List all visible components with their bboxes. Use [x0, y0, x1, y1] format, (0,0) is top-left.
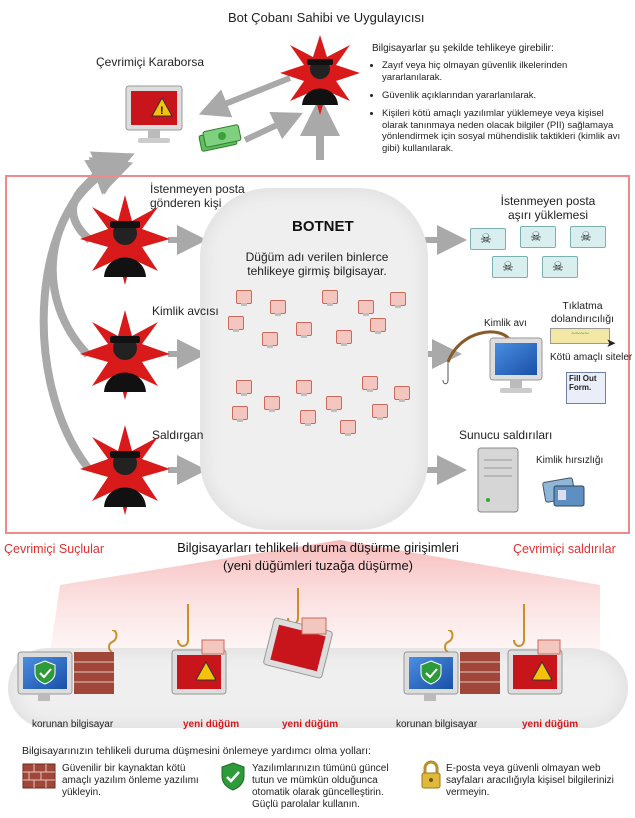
compromise-method-item: Zayıf veya hiç olmayan güvenlik ilkeleri… [382, 60, 626, 84]
botnet-node-icon [326, 396, 342, 412]
botnet-title: BOTNET [292, 218, 354, 235]
botnet-node-icon [372, 404, 388, 420]
cursor-icon: ➤ [606, 336, 617, 350]
botnet-node-icon [232, 406, 248, 422]
phishing-computer-icon [442, 330, 543, 393]
online-attacks-label: Çevrimiçi saldırılar [513, 542, 616, 556]
botnet-node-icon [370, 318, 386, 334]
bottom-pc-label: korunan bilgisayar [32, 719, 114, 730]
money-stack-icon [198, 124, 242, 152]
spam-email-icon: ☠ [492, 256, 528, 278]
protected-computer-icon [17, 630, 118, 701]
attacker-label: Saldırgan [152, 428, 204, 442]
botnet-subtitle: Düğüm adı verilen binlerce tehlikeye gir… [245, 250, 389, 279]
botnet-node-icon [362, 376, 378, 392]
botnet-node-icon [228, 316, 244, 332]
spammer-label: İstenmeyen posta gönderen kişi [150, 182, 245, 211]
compromise-method-item: Kişileri kötü amaçlı yazılımlar yüklemey… [382, 108, 626, 156]
black-market-label: Çevrimiçi Karaborsa [96, 55, 205, 69]
fill-out-form-icon: Fill Out Form. [566, 372, 606, 404]
bottom-pc-label: yeni düğüm [522, 719, 579, 730]
botnet-node-icon [264, 396, 280, 412]
server-icon [477, 447, 519, 513]
hooked-computer-icon [263, 588, 333, 679]
attacker-figure [80, 425, 170, 515]
spam-email-icon: ☠ [470, 228, 506, 250]
phisher-label: Kimlik avcısı [152, 304, 219, 318]
botnet-node-icon [236, 380, 252, 396]
botnet-node-icon [358, 300, 374, 316]
compromise-method-item: Güvenlik açıklarından yararlanılarak. [382, 90, 626, 102]
page-title: Bot Çobanı Sahibi ve Uygulayıcısı [228, 10, 425, 25]
compromise-methods-list: Zayıf veya hiç olmayan güvenlik ilkeleri… [368, 60, 626, 161]
click-fraud-banner: ~~~~ [550, 328, 610, 344]
help-tip-text: Yazılımlarınızın tümünü güncel tutun ve … [252, 763, 389, 810]
botnet-node-icon [336, 330, 352, 346]
botnet-node-icon [300, 410, 316, 426]
malicious-sites-label: Kötü amaçlı siteler [550, 352, 633, 363]
fill-out-form-text: Fill Out Form. [569, 374, 597, 392]
botnet-node-icon [340, 420, 356, 436]
green-shield-icon [221, 762, 245, 791]
compromise-heading-line1: Bilgisayarları tehlikeli duruma düşürme … [177, 540, 459, 555]
protected-computer-icon [403, 630, 500, 701]
phisher-figure [80, 310, 170, 400]
online-criminals-label: Çevrimiçi Suçlular [4, 542, 105, 556]
bottom-pc-label: yeni düğüm [183, 719, 240, 730]
help-tip-text: Güvenilir bir kaynaktan kötü amaçlı yazı… [62, 763, 199, 798]
hooked-computer-icon [507, 604, 563, 695]
padlock-icon [421, 760, 441, 789]
botnet-node-icon [296, 380, 312, 396]
identity-theft-label: Kimlik hırsızlığı [536, 455, 604, 466]
botnet-node-icon [270, 300, 286, 316]
compromise-heading-line2: (yeni düğümleri tuzağa düşürme) [222, 558, 414, 573]
botnet-cloud [200, 188, 428, 530]
phishing-label: Kimlik avı [484, 318, 527, 329]
brick-wall-icon [22, 763, 56, 789]
id-cards-icon [542, 477, 585, 507]
spam-email-icon: ☠ [542, 256, 578, 278]
help-tip-text: E-posta veya güvenli olmayan web sayfala… [446, 763, 614, 798]
botnet-node-icon [236, 290, 252, 306]
spam-overload-label: İstenmeyen posta aşırı yüklemesi [500, 194, 596, 223]
botnet-node-icon [390, 292, 406, 308]
server-attacks-label: Sunucu saldırıları [459, 428, 553, 442]
help-title: Bilgisayarınızın tehlikeli duruma düşmes… [22, 745, 371, 757]
criminals-frame [5, 175, 630, 534]
spam-email-icon: ☠ [570, 226, 606, 248]
compromise-intro: Bilgisayarlar şu şekilde tehlikeye gireb… [372, 43, 554, 54]
click-fraud-label: Tıklatma dolandırıcılığı [550, 300, 615, 325]
bot-herder-figure [280, 35, 360, 115]
hooked-computer-icon [171, 604, 227, 695]
botnet-node-icon [394, 386, 410, 402]
bottom-pc-label: korunan bilgisayar [396, 719, 478, 730]
botnet-node-icon [322, 290, 338, 306]
bottom-pc-label: yeni düğüm [282, 719, 339, 730]
botnet-node-icon [262, 332, 278, 348]
svg-text:!: ! [160, 105, 164, 117]
black-market-computer-icon: ! [125, 85, 183, 143]
spammer-figure [80, 195, 170, 285]
spam-email-icon: ☠ [520, 226, 556, 248]
botnet-node-icon [296, 322, 312, 338]
